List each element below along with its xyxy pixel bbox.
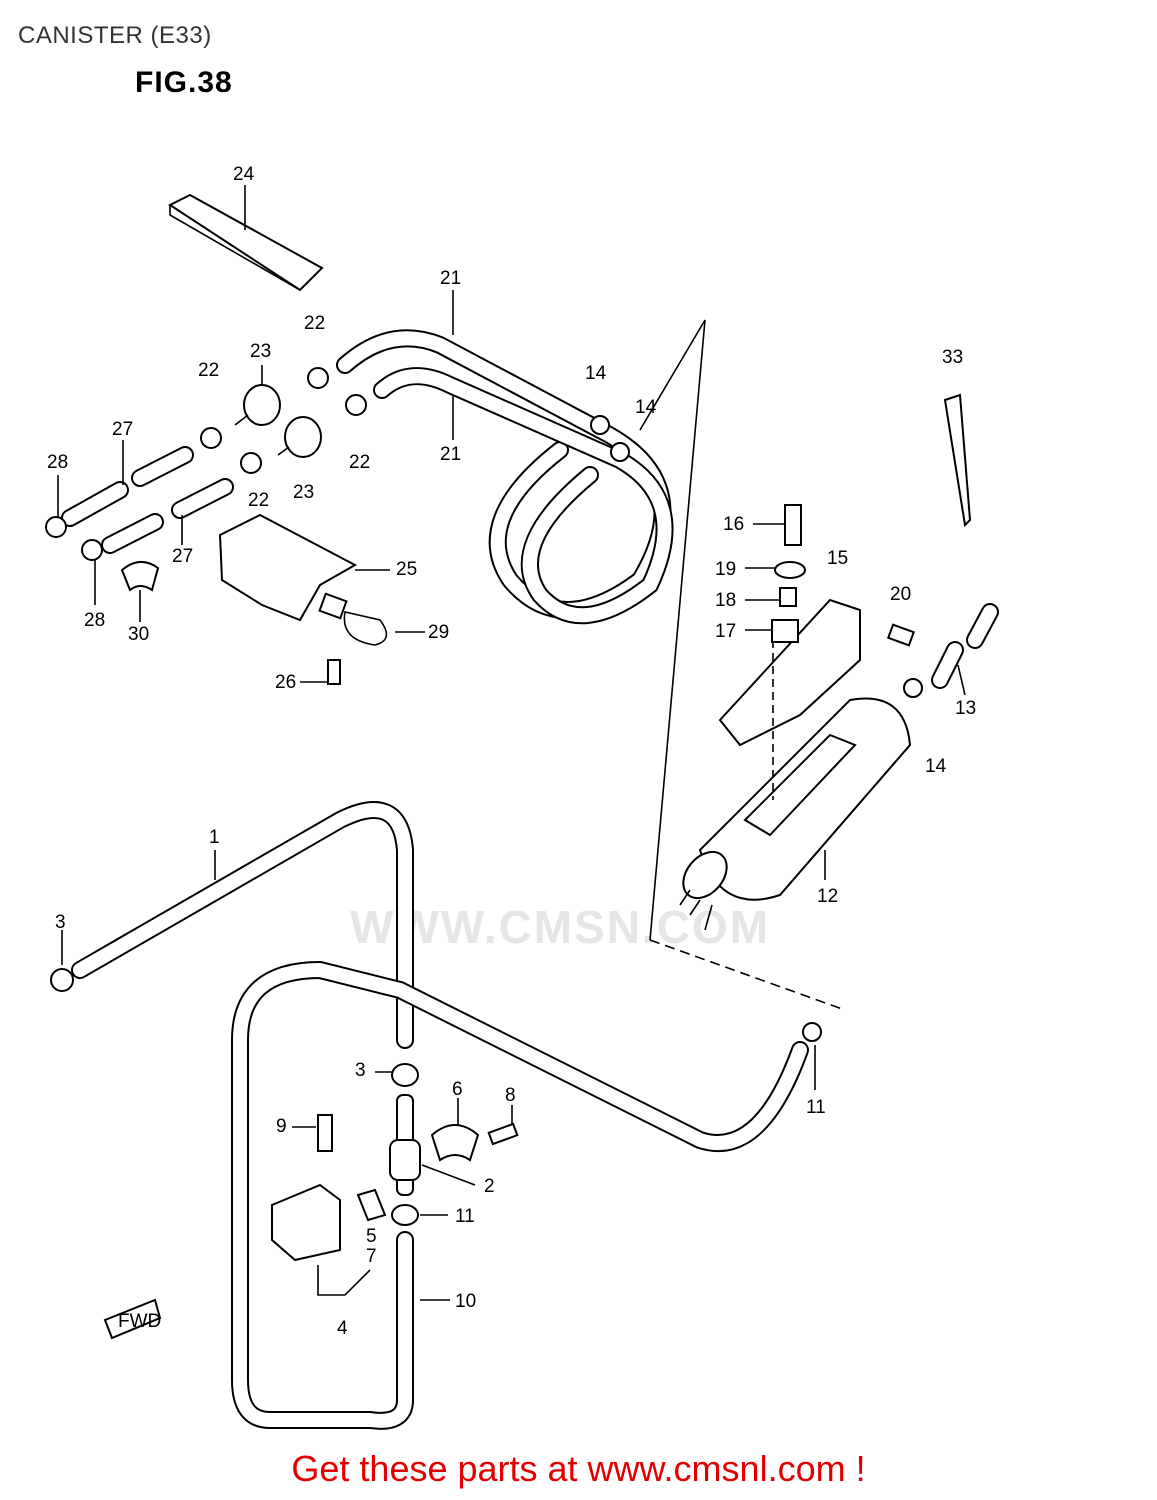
callout-11b: 11 — [806, 1097, 826, 1118]
callout-17: 17 — [715, 621, 736, 642]
callout-28b: 28 — [84, 610, 105, 631]
callout-29: 29 — [428, 622, 449, 643]
part-12-canister — [679, 697, 912, 931]
callout-15: 15 — [827, 548, 848, 569]
callout-4: 4 — [337, 1318, 348, 1339]
callout-23: 23 — [250, 341, 271, 362]
callout-27b: 27 — [172, 546, 193, 567]
fwd-arrow-icon: FWD — [103, 1298, 161, 1340]
part-1-10-long-hoses — [50, 801, 816, 1430]
callout-21b: 21 — [440, 444, 461, 465]
callout-33: 33 — [942, 347, 963, 368]
callout-23b: 23 — [293, 482, 314, 503]
callout-14: 14 — [585, 363, 607, 384]
callout-22: 22 — [304, 313, 325, 334]
callout-30: 30 — [128, 624, 149, 645]
callout-14b: 14 — [635, 397, 657, 418]
part-21-looped-hose — [336, 290, 674, 625]
callout-22d: 22 — [248, 490, 269, 511]
figure-label: FIG.38 — [135, 66, 233, 99]
callout-20: 20 — [890, 584, 911, 605]
callout-13: 13 — [955, 698, 976, 719]
canister-hardware — [718, 393, 999, 800]
callout-22b: 22 — [198, 360, 219, 381]
callout-12: 12 — [817, 886, 838, 907]
callout-25: 25 — [396, 559, 417, 580]
callout-16: 16 — [723, 514, 744, 535]
callout-11: 11 — [455, 1206, 475, 1227]
callout-27: 27 — [112, 419, 133, 440]
callout-2: 2 — [484, 1176, 495, 1197]
callout-6: 6 — [452, 1079, 463, 1100]
callout-3b: 3 — [355, 1060, 366, 1081]
part-27-hoses — [61, 440, 234, 554]
callout-18: 18 — [715, 590, 736, 611]
callout-14c: 14 — [925, 756, 947, 777]
part-24-foam-strip — [167, 185, 324, 292]
callout-3: 3 — [55, 912, 66, 933]
callout-19: 19 — [715, 559, 736, 580]
lower-valve-parts — [271, 1063, 519, 1296]
hose-clamps — [45, 367, 923, 1042]
section-lines — [639, 319, 846, 1011]
callout-24: 24 — [233, 164, 255, 185]
callout-1: 1 — [209, 827, 220, 848]
part-23-filter — [234, 365, 322, 458]
footer-link[interactable]: Get these parts at www.cmsnl.com ! — [291, 1448, 866, 1489]
callout-22c: 22 — [349, 452, 370, 473]
callout-5: 5 — [366, 1226, 377, 1247]
callout-28: 28 — [47, 452, 68, 473]
callout-10: 10 — [455, 1291, 476, 1312]
part-25-bracket — [120, 513, 425, 685]
fwd-label: FWD — [118, 1311, 161, 1332]
callout-labels: 1 2 3 3 4 5 6 7 8 9 10 11 11 12 13 14 14… — [47, 164, 976, 1339]
callout-8: 8 — [505, 1085, 516, 1106]
callout-9: 9 — [276, 1116, 287, 1137]
callout-26: 26 — [275, 672, 296, 693]
callout-7: 7 — [366, 1246, 377, 1267]
page-title: CANISTER (E33) — [18, 22, 212, 49]
watermark: WWW.CMSN.COM — [350, 901, 771, 953]
callout-21: 21 — [440, 268, 461, 289]
